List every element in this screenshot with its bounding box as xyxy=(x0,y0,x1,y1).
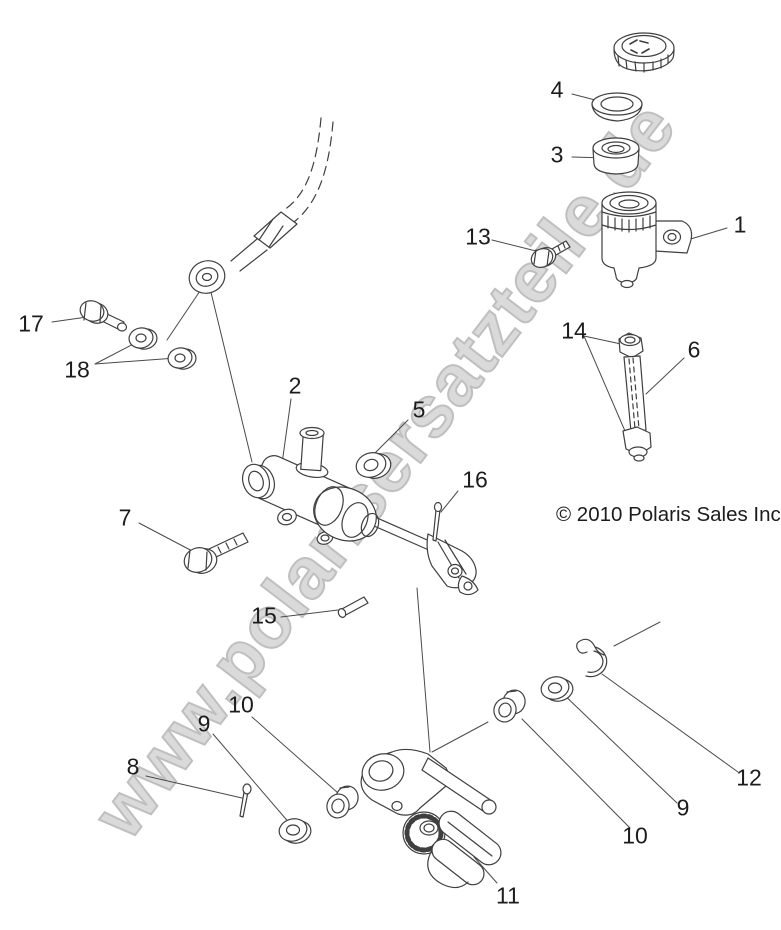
callout-15: 15 xyxy=(251,602,277,629)
diaphragm-cup xyxy=(592,137,640,175)
pivot-bushing-left xyxy=(326,785,359,819)
callout-11: 11 xyxy=(496,882,520,909)
callout-7: 7 xyxy=(118,504,132,531)
callout-18: 18 xyxy=(64,356,90,383)
master-cylinder xyxy=(241,426,479,596)
leader-lines xyxy=(51,93,739,884)
cotter-pin-clevis xyxy=(432,501,443,542)
mounting-bolt xyxy=(183,532,249,574)
callout-8: 8 xyxy=(126,753,140,780)
callout-17: 17 xyxy=(18,310,44,337)
pivot-washer-right xyxy=(540,676,574,702)
sealing-washers xyxy=(128,327,197,370)
callout-1: 1 xyxy=(733,211,747,238)
callout-14: 14 xyxy=(561,317,587,344)
cotter-pin-pivot xyxy=(239,783,252,818)
callout-2: 2 xyxy=(288,372,302,399)
brake-pedal xyxy=(360,748,502,889)
pushrod-and-nuts xyxy=(618,332,652,462)
grommet xyxy=(355,452,392,479)
callout-5: 5 xyxy=(412,396,426,423)
callout-9-left: 9 xyxy=(197,710,211,737)
brake-hose xyxy=(230,117,334,272)
callout-13: 13 xyxy=(465,223,491,250)
dowel-pin xyxy=(337,596,369,618)
copyright-text: © 2010 Polaris Sales Inc. xyxy=(556,503,781,526)
diaphragm-plate xyxy=(591,92,643,122)
reservoir-bolt xyxy=(530,240,571,268)
pivot-bushing-right xyxy=(493,689,526,723)
reservoir-body xyxy=(601,191,693,289)
callout-9-right: 9 xyxy=(676,794,690,821)
reservoir-cap xyxy=(613,32,675,73)
callout-16: 16 xyxy=(462,466,488,493)
callout-12: 12 xyxy=(736,764,762,791)
pivot-washer-left xyxy=(278,818,312,844)
banjo-eyelet xyxy=(188,260,226,294)
banjo-bolt xyxy=(79,300,128,332)
callout-3: 3 xyxy=(550,141,564,168)
callout-4: 4 xyxy=(550,76,564,103)
callout-10-right: 10 xyxy=(622,822,648,849)
callout-10-left: 10 xyxy=(228,691,254,718)
circlip xyxy=(576,638,608,678)
callout-6: 6 xyxy=(687,336,701,363)
